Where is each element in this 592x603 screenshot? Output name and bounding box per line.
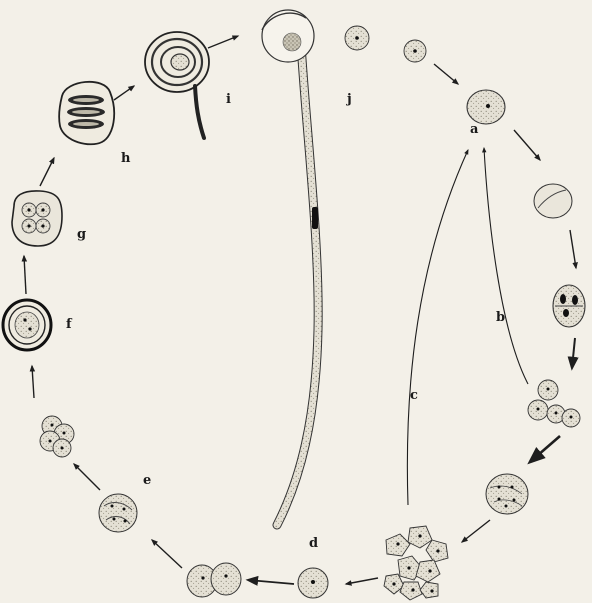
egg-i-hatching	[145, 32, 209, 138]
larva-j	[262, 10, 318, 525]
scattered-cells-right	[528, 380, 580, 427]
egg-two-cell-right	[534, 184, 572, 218]
label-c: c	[410, 388, 418, 403]
return-arrows	[407, 148, 528, 505]
cell-cluster-right-lower	[486, 474, 528, 514]
label-d: d	[309, 536, 318, 551]
egg-four-cell-right	[553, 285, 585, 327]
label-g: g	[77, 227, 86, 242]
egg-g-morula	[12, 191, 62, 246]
egg-cluster-left	[40, 416, 74, 457]
egg-a-cell	[467, 90, 505, 124]
label-a: a	[470, 122, 478, 137]
label-j: j	[347, 92, 352, 107]
label-b: b	[496, 310, 505, 325]
egg-f-ringed	[3, 300, 51, 350]
label-i: i	[226, 92, 231, 107]
label-h: h	[121, 151, 130, 166]
egg-single-top-1	[345, 26, 369, 50]
egg-h-embryo	[59, 82, 114, 144]
egg-single-top-2	[404, 40, 426, 62]
egg-e-morula	[99, 494, 137, 532]
label-f: f	[66, 317, 72, 332]
egg-single-cell-bottom	[298, 568, 328, 598]
egg-two-cell-bottom	[187, 563, 241, 597]
label-e: e	[143, 473, 151, 488]
cell-cluster-bottom-right	[384, 526, 448, 600]
